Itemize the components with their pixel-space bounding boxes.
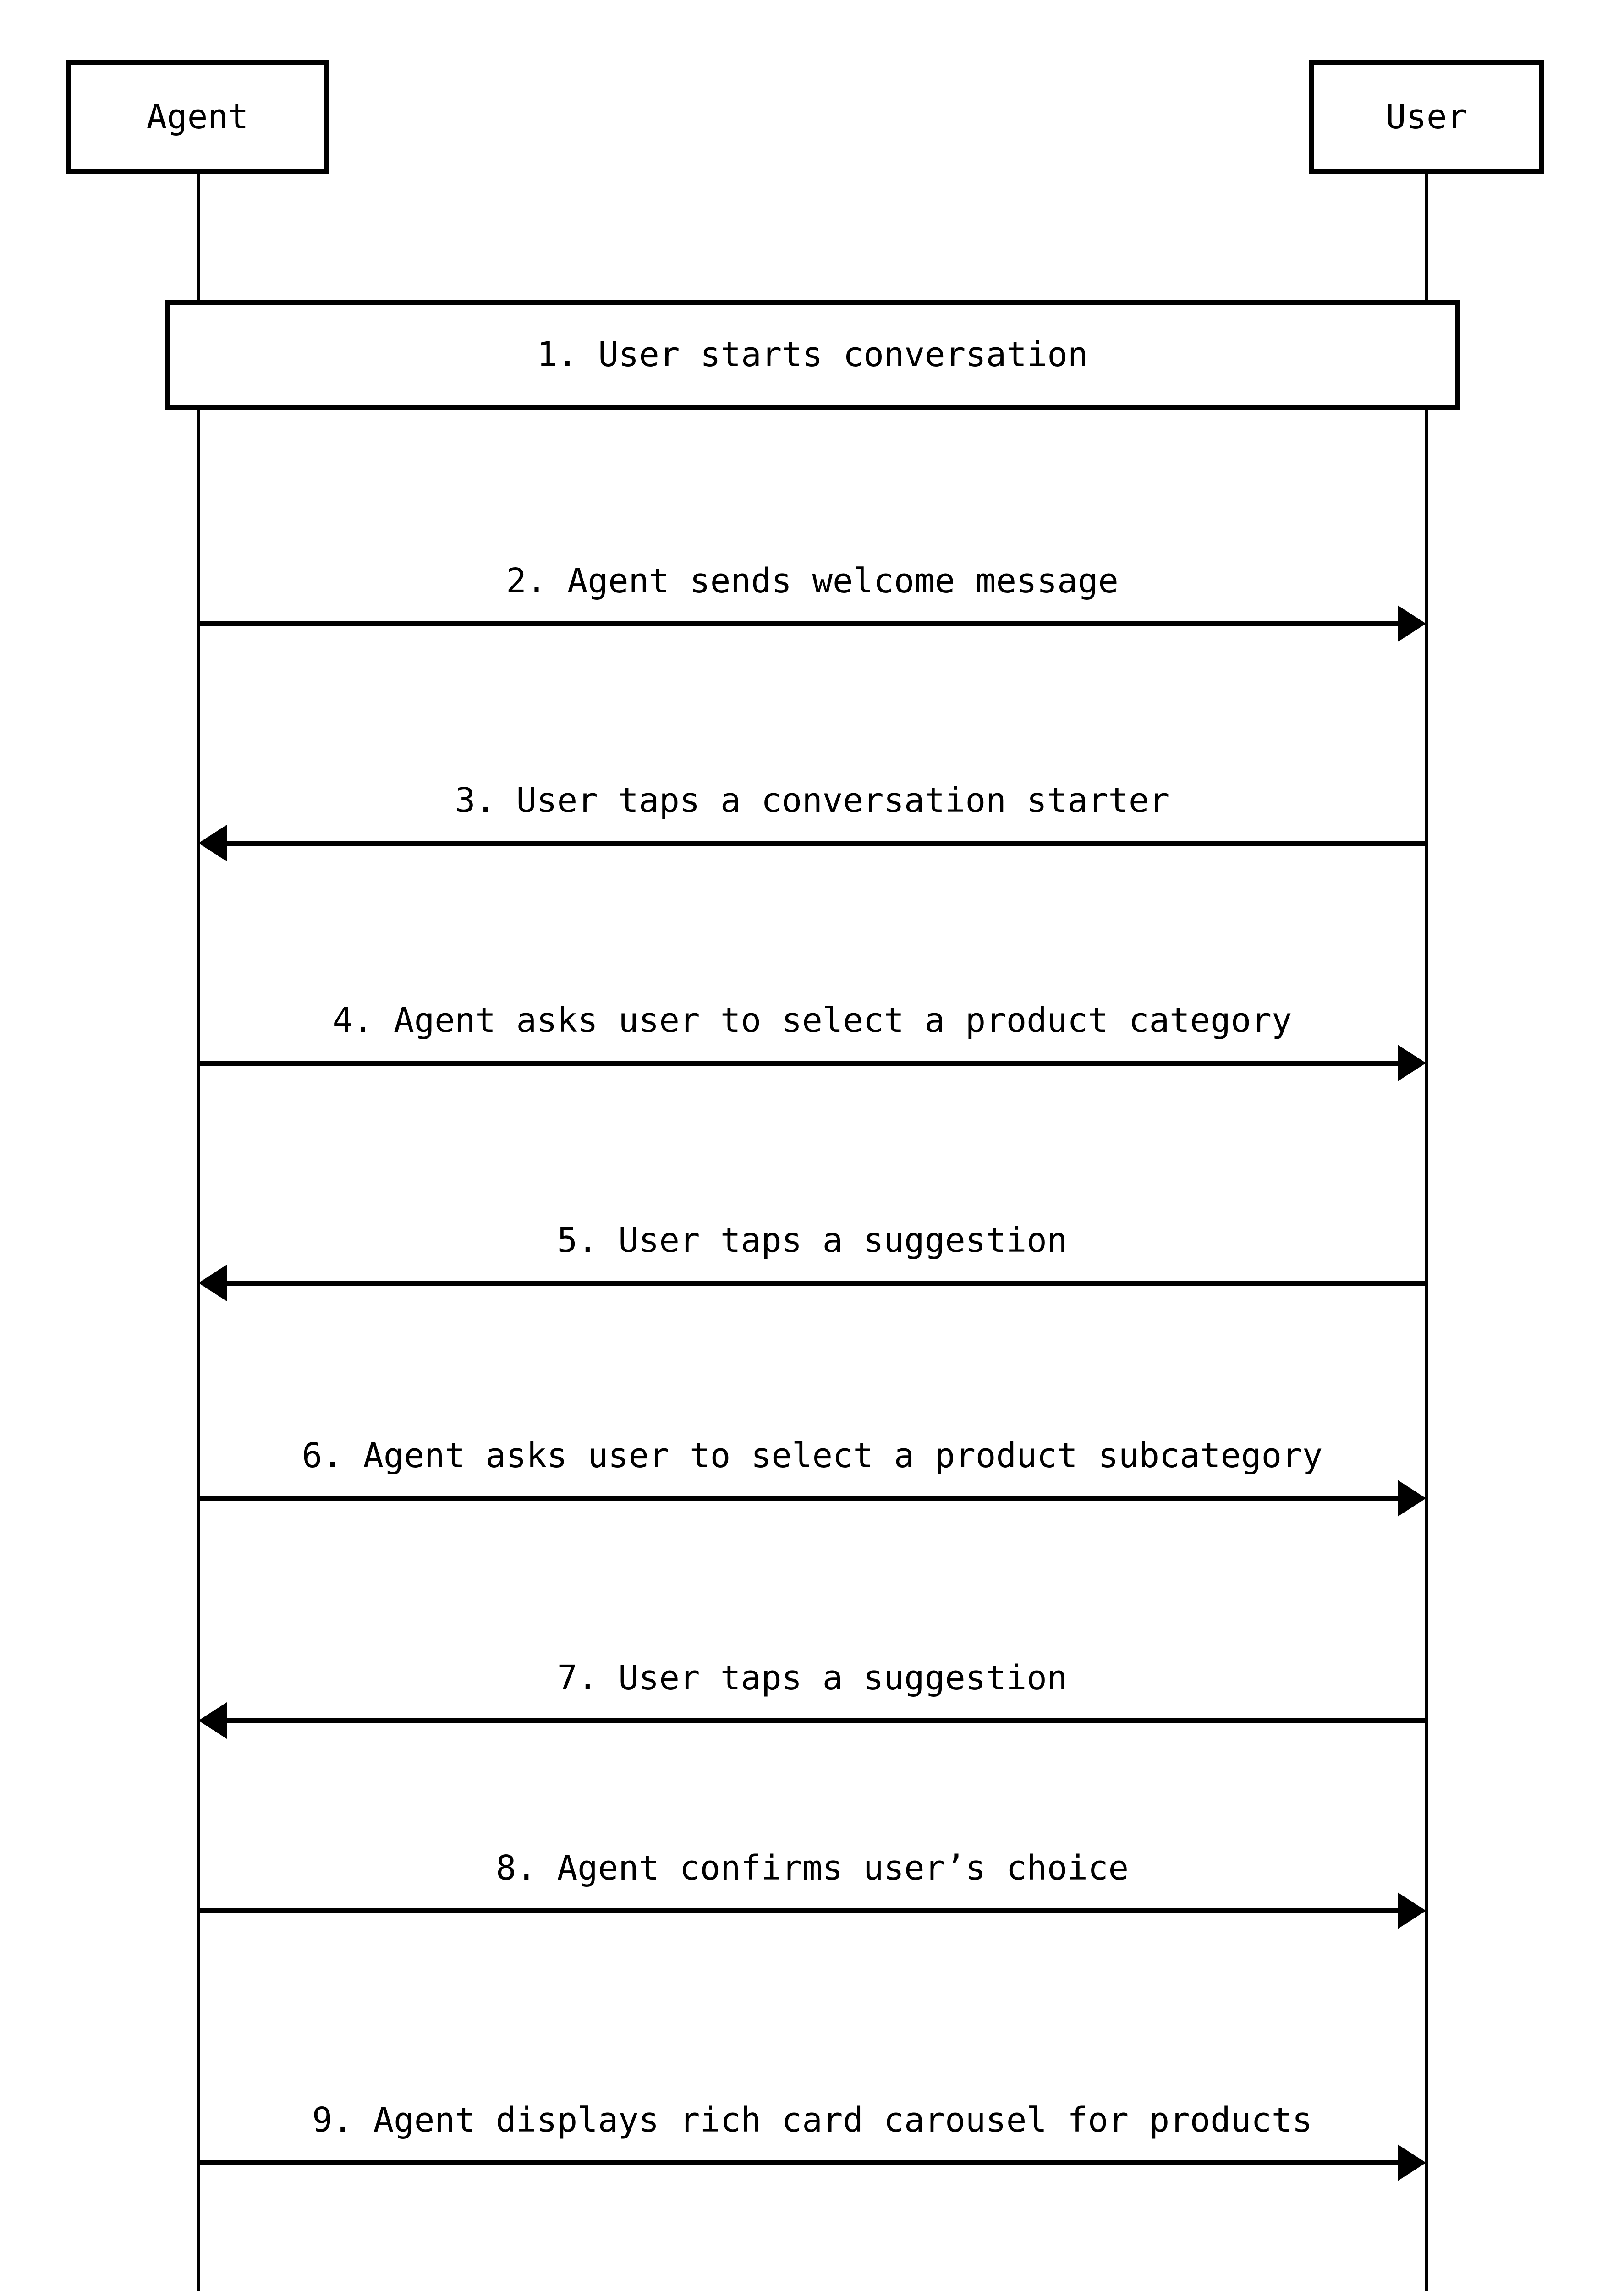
message-line-2 [198, 621, 1400, 626]
message-label-4: 4. Agent asks user to select a product c… [332, 1001, 1292, 1040]
actor-label: User [1385, 97, 1468, 137]
lifeline-agent [197, 174, 200, 2291]
actor-label: Agent [146, 97, 249, 137]
message-arrowhead-5 [198, 1265, 227, 1301]
message-arrowhead-4 [1398, 1045, 1426, 1081]
message-label-7: 7. User taps a suggestion [557, 1658, 1068, 1698]
message-arrowhead-3 [198, 825, 227, 861]
message-line-5 [224, 1280, 1426, 1286]
message-label-1: 1. User starts conversation [537, 335, 1088, 375]
message-note-1[interactable]: 1. User starts conversation [165, 300, 1460, 410]
actor-box-agent-top: Agent [66, 60, 329, 174]
message-arrowhead-2 [1398, 605, 1426, 642]
message-label-6: 6. Agent asks user to select a product s… [302, 1436, 1323, 1475]
message-line-7 [224, 1718, 1426, 1723]
message-arrowhead-7 [198, 1702, 227, 1739]
message-line-9 [198, 2160, 1400, 2165]
lifeline-user [1424, 174, 1428, 2291]
message-label-2: 2. Agent sends welcome message [506, 561, 1119, 601]
message-arrowhead-6 [1398, 1480, 1426, 1517]
message-label-3: 3. User taps a conversation starter [455, 781, 1170, 820]
message-label-9: 9. Agent displays rich card carousel for… [312, 2100, 1313, 2140]
message-arrowhead-9 [1398, 2144, 1426, 2181]
message-line-4 [198, 1060, 1400, 1066]
message-arrowhead-8 [1398, 1892, 1426, 1929]
message-line-8 [198, 1908, 1400, 1913]
message-line-6 [198, 1496, 1400, 1501]
message-line-3 [224, 840, 1426, 846]
message-label-8: 8. Agent confirms user’s choice [495, 1848, 1129, 1888]
actor-box-user-top: User [1309, 60, 1544, 174]
message-label-5: 5. User taps a suggestion [557, 1221, 1068, 1260]
